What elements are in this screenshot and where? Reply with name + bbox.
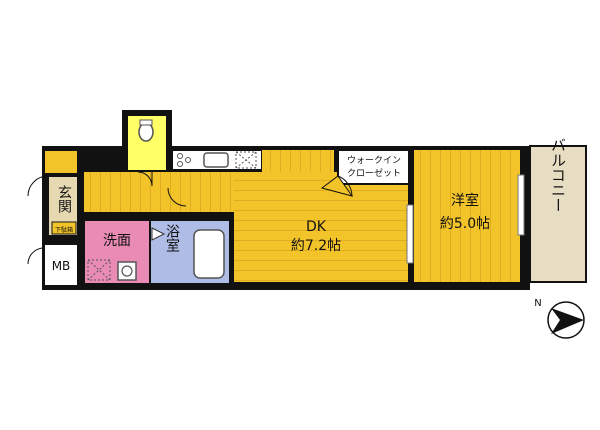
- compass-north-label: N: [534, 298, 541, 309]
- storage-cabinet: [43, 149, 79, 175]
- sink-icon: [203, 152, 229, 168]
- western-room: [414, 150, 520, 282]
- balcony: [529, 145, 587, 283]
- bathtub-icon: [193, 229, 225, 279]
- shoe-storage-label: 下駄箱: [55, 226, 73, 234]
- balcony-window: [517, 174, 525, 236]
- dining-kitchen: [234, 172, 410, 282]
- shoe-storage: [51, 221, 77, 235]
- wic-label-line2: クローゼット: [347, 167, 401, 179]
- washer-space: [87, 259, 111, 281]
- western-room-size-label: 約5.0帖: [440, 216, 490, 232]
- toilet-icon: [138, 122, 154, 142]
- western-room-name-label: 洋室: [451, 192, 479, 209]
- compass-icon: N: [534, 298, 585, 339]
- dk-name-label: DK: [306, 219, 327, 235]
- wic-label-line1: ウォークイン: [347, 155, 401, 166]
- wash-basin-icon: [117, 261, 137, 281]
- hallway: [84, 172, 234, 212]
- dk-size-label: 約7.2帖: [291, 238, 341, 254]
- balcony-label: バルコニー: [549, 138, 567, 213]
- entrance-label: 玄関: [56, 184, 72, 214]
- sliding-door: [406, 204, 414, 264]
- washroom-label: 洗面: [103, 233, 131, 249]
- meter-box-label: MB: [52, 259, 71, 273]
- bathroom-label: 浴室: [164, 224, 180, 252]
- walk-in-closet: [337, 149, 411, 185]
- meter-box: [43, 243, 79, 287]
- fridge-space: [235, 151, 257, 169]
